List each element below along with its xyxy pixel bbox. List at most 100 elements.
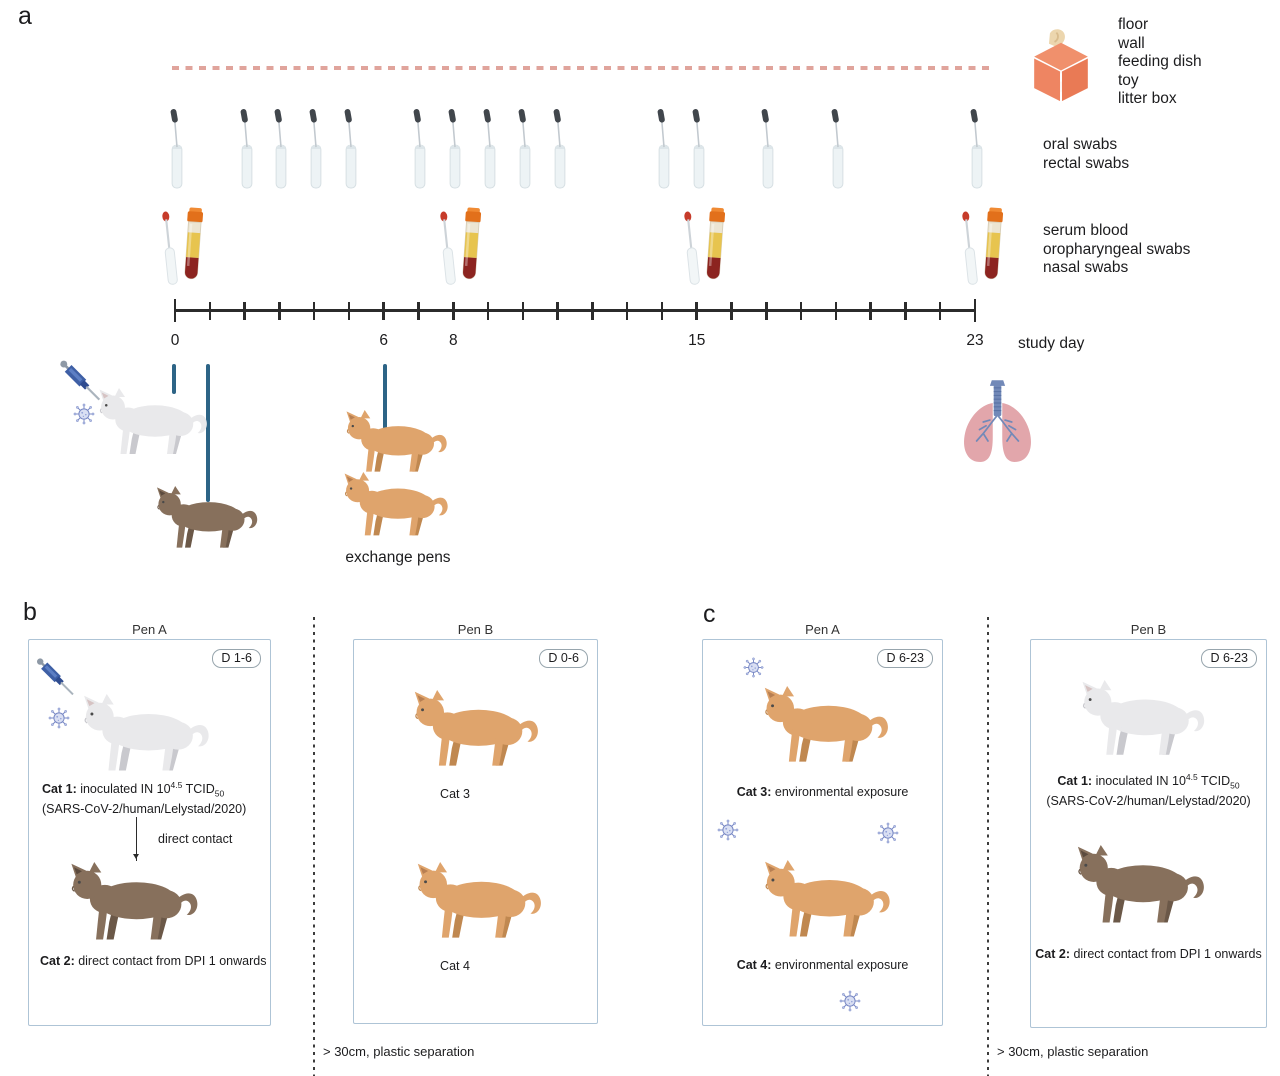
swab-icon: [169, 107, 183, 189]
cat1-white-icon: [1082, 680, 1205, 755]
timeline-tick: [243, 301, 246, 320]
panel-c-pen-separator: [987, 617, 989, 1076]
environment-legend-item: floor: [1118, 16, 1149, 33]
swab-legend: oral swabs rectal swabs: [1043, 136, 1129, 173]
swab-icon: [969, 107, 983, 189]
cat1-white-icon: [84, 694, 209, 771]
timeline-tick: [347, 301, 351, 320]
timeline-tick: [904, 301, 907, 320]
study-day-label-15: 15: [688, 332, 706, 349]
panel-b-pen-separator: [313, 617, 315, 1076]
swab-icon: [482, 107, 496, 189]
panel-b-pen-b-title: Pen B: [457, 622, 494, 637]
study-day-label-23: 23: [966, 332, 984, 349]
event-line-day6: [383, 364, 387, 430]
timeline-tick: [834, 301, 838, 320]
event-line-day1: [206, 364, 210, 502]
timeline-tick: [938, 301, 942, 320]
blood-legend-item: oropharyngeal swabs: [1043, 240, 1191, 258]
cat2-brown-icon: [71, 862, 198, 940]
blood-legend: serum blood oropharyngeal swabs nasal sw…: [1043, 222, 1190, 278]
litter-box-icon: [1033, 28, 1089, 102]
direct-contact-arrow: [132, 817, 139, 861]
timeline-tick: [660, 301, 664, 320]
swab-icon: [517, 107, 531, 189]
timeline-tick: [486, 301, 490, 320]
panel-c-pen-b-day-badge: D 6-23: [1201, 649, 1257, 668]
panel-c-label: c: [703, 600, 716, 628]
panel-b-pen-b-box: D 0-6: [353, 639, 598, 1024]
timeline-tick: [417, 301, 420, 320]
study-day-label-8: 8: [448, 332, 458, 349]
cat3-orange-icon: [764, 686, 888, 762]
panel-b-cat4-caption: Cat 4: [440, 959, 470, 973]
panel-c-pen-a-box: D 6-23: [702, 639, 943, 1026]
timeline-tick: [312, 301, 316, 320]
timeline-tick: [521, 301, 525, 320]
cat2-brown-icon: [157, 486, 258, 548]
swab-icon: [343, 107, 357, 189]
timeline-tick: [208, 301, 212, 320]
virus-icon: [877, 822, 899, 844]
panel-c-pen-a-day-badge: D 6-23: [877, 649, 933, 668]
study-day-label-6: 6: [379, 332, 388, 349]
swab-icon: [273, 107, 288, 189]
blood-legend-item: nasal swabs: [1043, 259, 1129, 276]
environment-legend: floor wall feeding dish toy litter box: [1118, 16, 1202, 109]
swab-icon: [760, 107, 774, 189]
swab-icon: [238, 107, 253, 189]
blood-sample-icon: [438, 206, 483, 286]
cat3-orange-icon: [346, 410, 447, 472]
timeline-tick: [973, 299, 977, 322]
cat4-orange-icon: [344, 472, 448, 536]
environment-legend-item: feeding dish: [1118, 53, 1202, 70]
study-day-axis-label: study day: [1018, 335, 1085, 352]
panel-c-cat1-caption: Cat 1: inoculated IN 104.5 TCID50 (SARS-…: [1046, 772, 1251, 808]
panel-b-separation-note: > 30cm, plastic separation: [323, 1044, 475, 1059]
swab-icon: [656, 107, 670, 189]
timeline-tick: [730, 301, 733, 320]
panel-c-separation-note: > 30cm, plastic separation: [997, 1044, 1149, 1059]
swab-icon: [447, 107, 461, 189]
direct-contact-label: direct contact: [158, 832, 233, 846]
timeline-tick: [591, 301, 594, 320]
panel-c-pen-a-title: Pen A: [805, 622, 840, 637]
environment-legend-item: litter box: [1118, 90, 1177, 107]
virus-icon: [48, 707, 70, 729]
cat3-orange-icon: [414, 690, 538, 766]
virus-icon: [717, 819, 739, 841]
environment-sampling-dashline: [172, 66, 990, 70]
study-day-label-0: 0: [170, 332, 180, 349]
swab-icon: [691, 107, 705, 189]
timeline-tick: [556, 301, 559, 320]
timeline-tick: [799, 301, 803, 320]
environment-legend-item: wall: [1118, 34, 1145, 52]
panel-b-pen-a-title: Pen A: [132, 622, 167, 637]
swab-icon: [308, 107, 322, 189]
cat4-orange-icon: [765, 860, 890, 937]
panel-c-cat2-caption: Cat 2: direct contact from DPI 1 onwards: [1035, 947, 1262, 961]
swab-icon: [551, 107, 566, 189]
timeline-tick: [278, 301, 281, 320]
cat4-orange-icon: [417, 862, 541, 938]
blood-sample-icon: [160, 206, 204, 286]
study-day-timeline: [173, 299, 977, 322]
event-line-day0: [172, 364, 176, 394]
panel-b-pen-a-day-badge: D 1-6: [212, 649, 261, 668]
panel-b-cat2-caption: Cat 2: direct contact from DPI 1 onwards: [40, 954, 267, 968]
blood-sample-icon: [682, 206, 726, 286]
panel-c-pen-b-title: Pen B: [1130, 622, 1167, 637]
panel-c-cat3-caption: Cat 3: environmental exposure: [736, 785, 909, 799]
pipette-icon: [33, 656, 81, 704]
timeline-tick: [765, 301, 768, 320]
timeline-tick: [625, 301, 629, 320]
swab-icon: [412, 107, 427, 189]
timeline-tick: [382, 301, 385, 320]
cat1-white-icon: [99, 388, 207, 454]
virus-icon: [839, 990, 861, 1012]
panel-b-pen-b-day-badge: D 0-6: [539, 649, 588, 668]
panel-c-cat4-caption: Cat 4: environmental exposure: [736, 958, 909, 972]
swab-icon: [830, 107, 844, 189]
environment-legend-item: toy: [1118, 71, 1139, 89]
